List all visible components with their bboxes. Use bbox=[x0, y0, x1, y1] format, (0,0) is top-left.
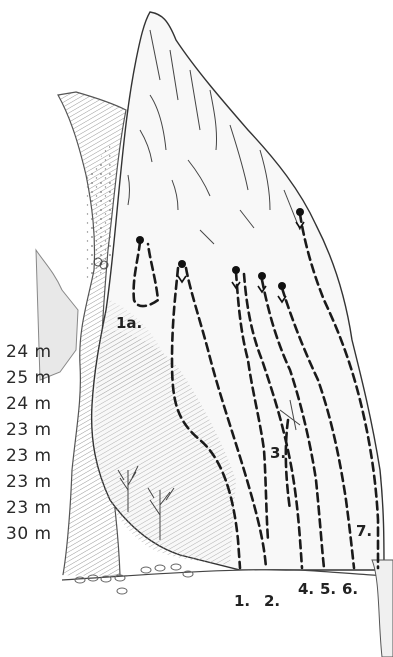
route-label-1a: 1a. bbox=[116, 314, 142, 332]
route-length: 30 m bbox=[6, 524, 52, 544]
route-length: 23 m bbox=[6, 420, 52, 440]
route-length: 23 m bbox=[6, 498, 52, 518]
route-length: 24 m bbox=[6, 342, 52, 362]
route-length: 25 m bbox=[6, 368, 52, 388]
anchor-icon bbox=[232, 266, 240, 274]
route-label-5: 5. bbox=[320, 580, 336, 598]
anchor-icon bbox=[136, 236, 144, 244]
anchor-icon bbox=[178, 260, 186, 268]
route-length: 24 m bbox=[6, 394, 52, 414]
anchor-icon bbox=[278, 282, 286, 290]
route-length: 23 m bbox=[6, 446, 52, 466]
route-label-1: 1. bbox=[234, 592, 250, 610]
route-length: 23 m bbox=[6, 472, 52, 492]
anchor-icon bbox=[296, 208, 304, 216]
anchor-icon bbox=[258, 272, 266, 280]
route-label-3: 3. bbox=[270, 444, 286, 462]
route-label-6: 6. bbox=[342, 580, 358, 598]
route-label-2: 2. bbox=[264, 592, 280, 610]
route-label-4: 4. bbox=[298, 580, 314, 598]
route-label-7: 7. bbox=[356, 522, 372, 540]
